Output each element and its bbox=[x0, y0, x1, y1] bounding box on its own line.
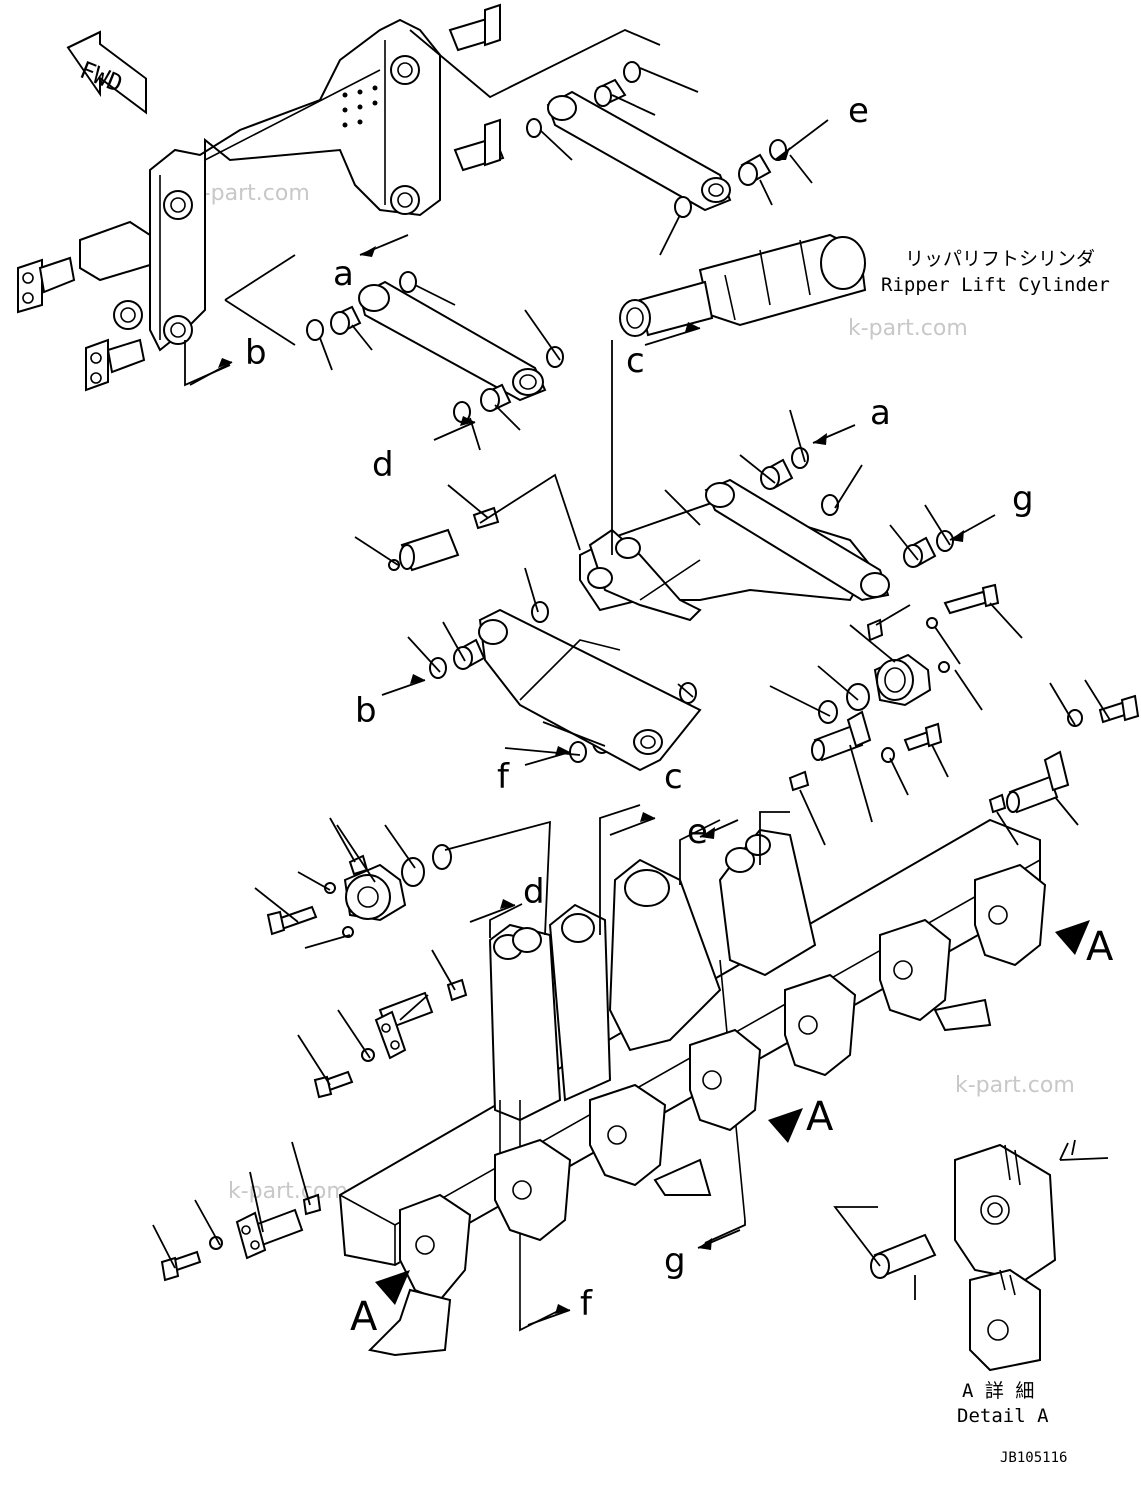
callout-e: e bbox=[687, 812, 708, 852]
flange-cap-right bbox=[873, 583, 1000, 707]
detail-a-view bbox=[870, 1143, 1057, 1372]
callout-c: c bbox=[626, 341, 645, 381]
detail-caption-jp: A 詳 細 bbox=[962, 1380, 1034, 1402]
callout-g: g bbox=[1012, 479, 1034, 519]
flange-cap-left bbox=[266, 854, 407, 938]
arrowheads bbox=[218, 147, 1090, 1314]
cylinder-label-en: Ripper Lift Cylinder bbox=[881, 274, 1110, 296]
cylinder-label: リッパリフトシリンダ Ripper Lift Cylinder bbox=[881, 248, 1110, 296]
callout-d: d bbox=[372, 445, 394, 485]
detail-marker-a: A bbox=[806, 1094, 834, 1140]
callout-b: b bbox=[355, 691, 377, 731]
detail-markers: A A A bbox=[350, 924, 1114, 1340]
detail-marker-a: A bbox=[1086, 924, 1114, 970]
drawing-number: JB105116 bbox=[1000, 1450, 1067, 1466]
detail-marker-a: A bbox=[350, 1294, 378, 1340]
watermark-group: k-part.com k-part.com k-part.com k-part.… bbox=[190, 181, 1075, 1204]
watermark: k-part.com bbox=[190, 181, 310, 206]
shank-holders bbox=[367, 863, 1047, 1357]
callout-e: e bbox=[848, 91, 869, 131]
callout-f: f bbox=[497, 757, 510, 797]
watermark: k-part.com bbox=[848, 316, 968, 341]
callout-c: c bbox=[664, 757, 683, 797]
lower-link bbox=[358, 280, 547, 402]
callout-labels: e a b c d a g b f c e d f g bbox=[245, 91, 1034, 1324]
mounting-bracket bbox=[17, 3, 505, 392]
callout-b: b bbox=[245, 333, 267, 373]
callout-a: a bbox=[870, 393, 891, 433]
pins-upper bbox=[388, 506, 884, 642]
fwd-arrow-icon: FWD bbox=[66, 30, 147, 115]
detail-caption-en: Detail A bbox=[957, 1405, 1049, 1427]
upper-link bbox=[546, 90, 732, 212]
cylinder-label-jp: リッパリフトシリンダ bbox=[905, 248, 1095, 270]
pins-right bbox=[788, 694, 1140, 814]
ripper-arm bbox=[478, 478, 890, 772]
callout-d: d bbox=[523, 872, 545, 912]
watermark: k-part.com bbox=[228, 1179, 348, 1204]
detail-caption: A 詳 細 Detail A bbox=[957, 1380, 1049, 1427]
ripper-lift-cylinder bbox=[619, 233, 867, 337]
callout-f: f bbox=[580, 1284, 593, 1324]
callout-g: g bbox=[664, 1241, 686, 1281]
callout-a: a bbox=[333, 254, 354, 294]
watermark: k-part.com bbox=[955, 1073, 1075, 1098]
